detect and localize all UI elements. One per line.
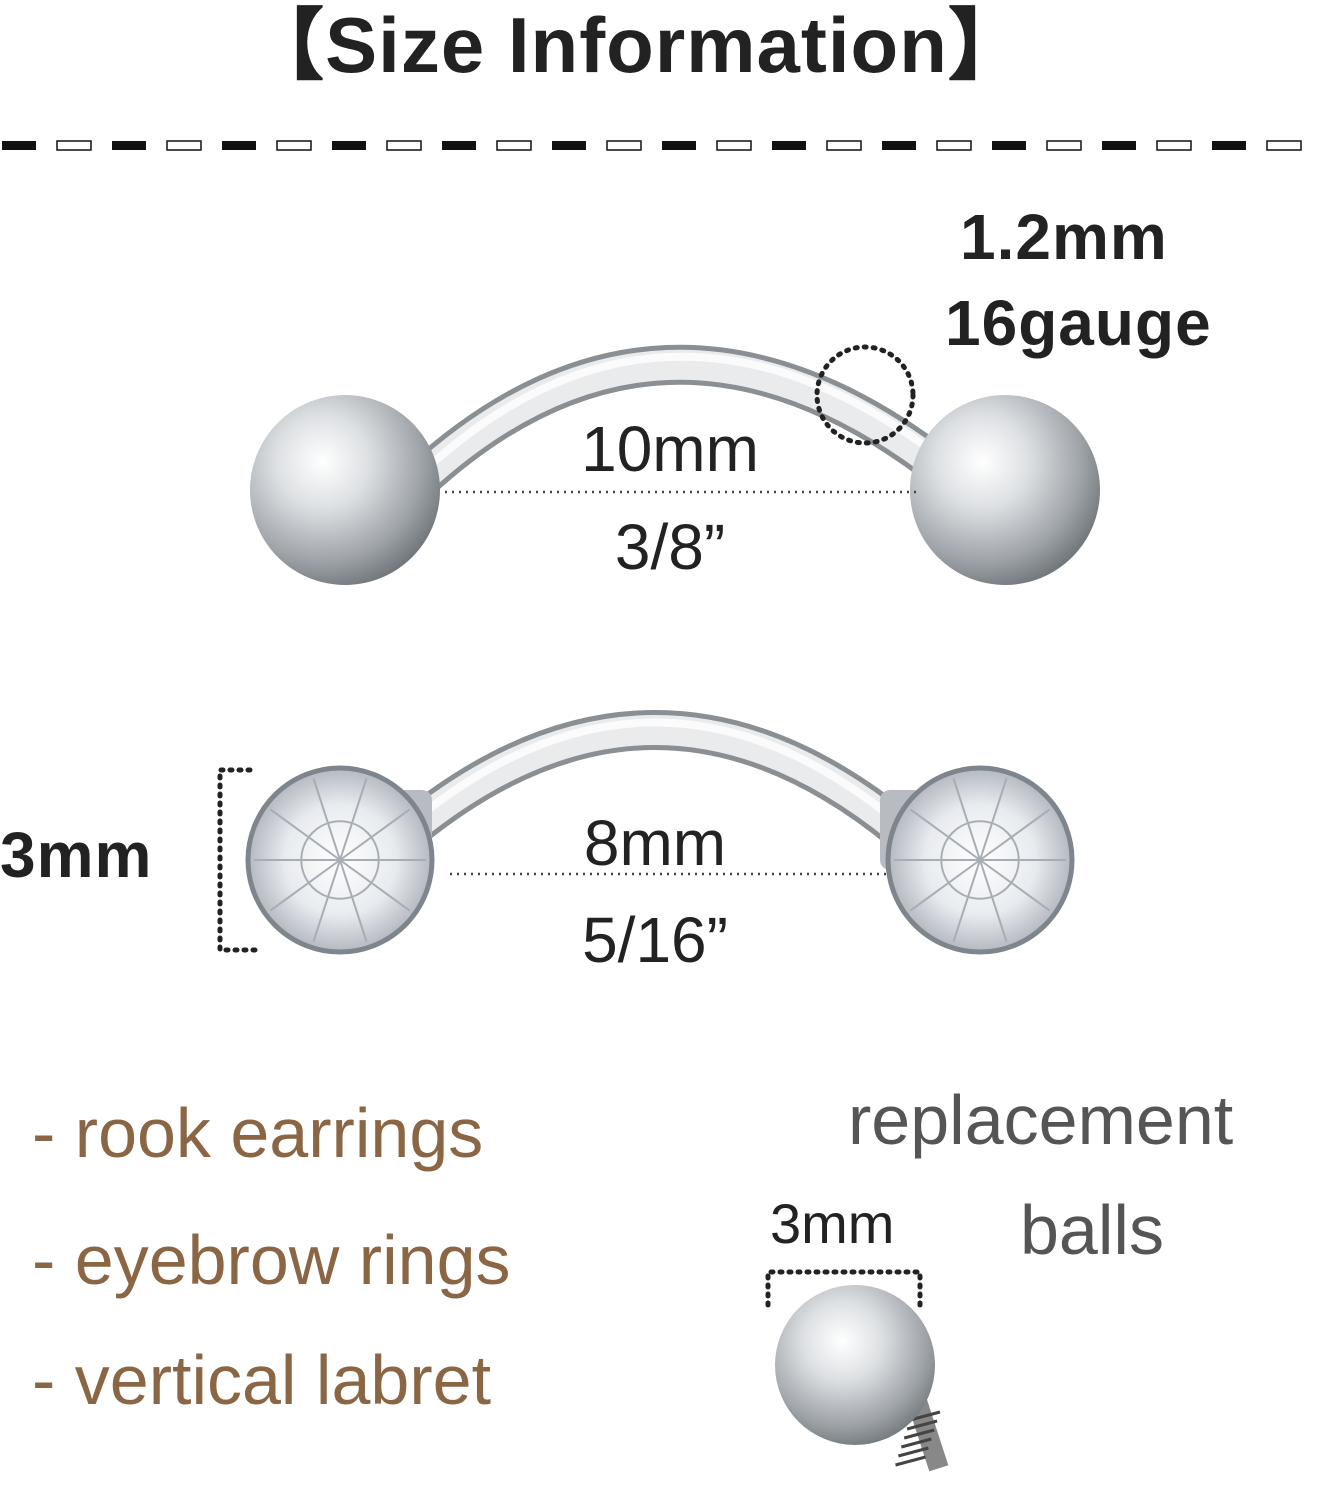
page-title: 【Size Information】 xyxy=(246,1,1027,89)
dashed-divider xyxy=(2,140,1302,151)
bottom-length-in: 5/16” xyxy=(582,904,728,976)
left-ball xyxy=(250,395,440,585)
right-ball xyxy=(910,395,1100,585)
right-gem xyxy=(880,765,1075,955)
replacement-size: 3mm xyxy=(770,1192,895,1255)
top-length-in: 3/8” xyxy=(614,511,726,583)
replacement-line2: balls xyxy=(1020,1191,1164,1269)
gauge-label: 16gauge xyxy=(945,287,1212,359)
use-item-eyebrow: - eyebrow rings xyxy=(32,1221,511,1299)
left-gem xyxy=(245,765,435,955)
ball-size-bracket xyxy=(765,1269,923,1308)
bottom-length-mm: 8mm xyxy=(583,807,727,879)
use-item-labret: - vertical labret xyxy=(32,1341,492,1419)
curved-barbell-gem-illustration xyxy=(217,710,1075,955)
top-length-mm: 10mm xyxy=(581,413,759,485)
replacement-ball-illustration xyxy=(765,1269,949,1472)
stone-size-bracket xyxy=(217,767,263,953)
replacement-ball xyxy=(775,1285,935,1445)
gauge-marker xyxy=(814,344,916,446)
thread-post xyxy=(895,1398,949,1472)
stone-size-label: 3mm xyxy=(0,819,153,891)
replacement-line1: replacement xyxy=(848,1081,1234,1159)
use-item-rook: - rook earrings xyxy=(32,1094,484,1172)
gauge-mm: 1.2mm xyxy=(960,201,1168,273)
curved-barbell-ball-illustration xyxy=(250,344,1100,585)
